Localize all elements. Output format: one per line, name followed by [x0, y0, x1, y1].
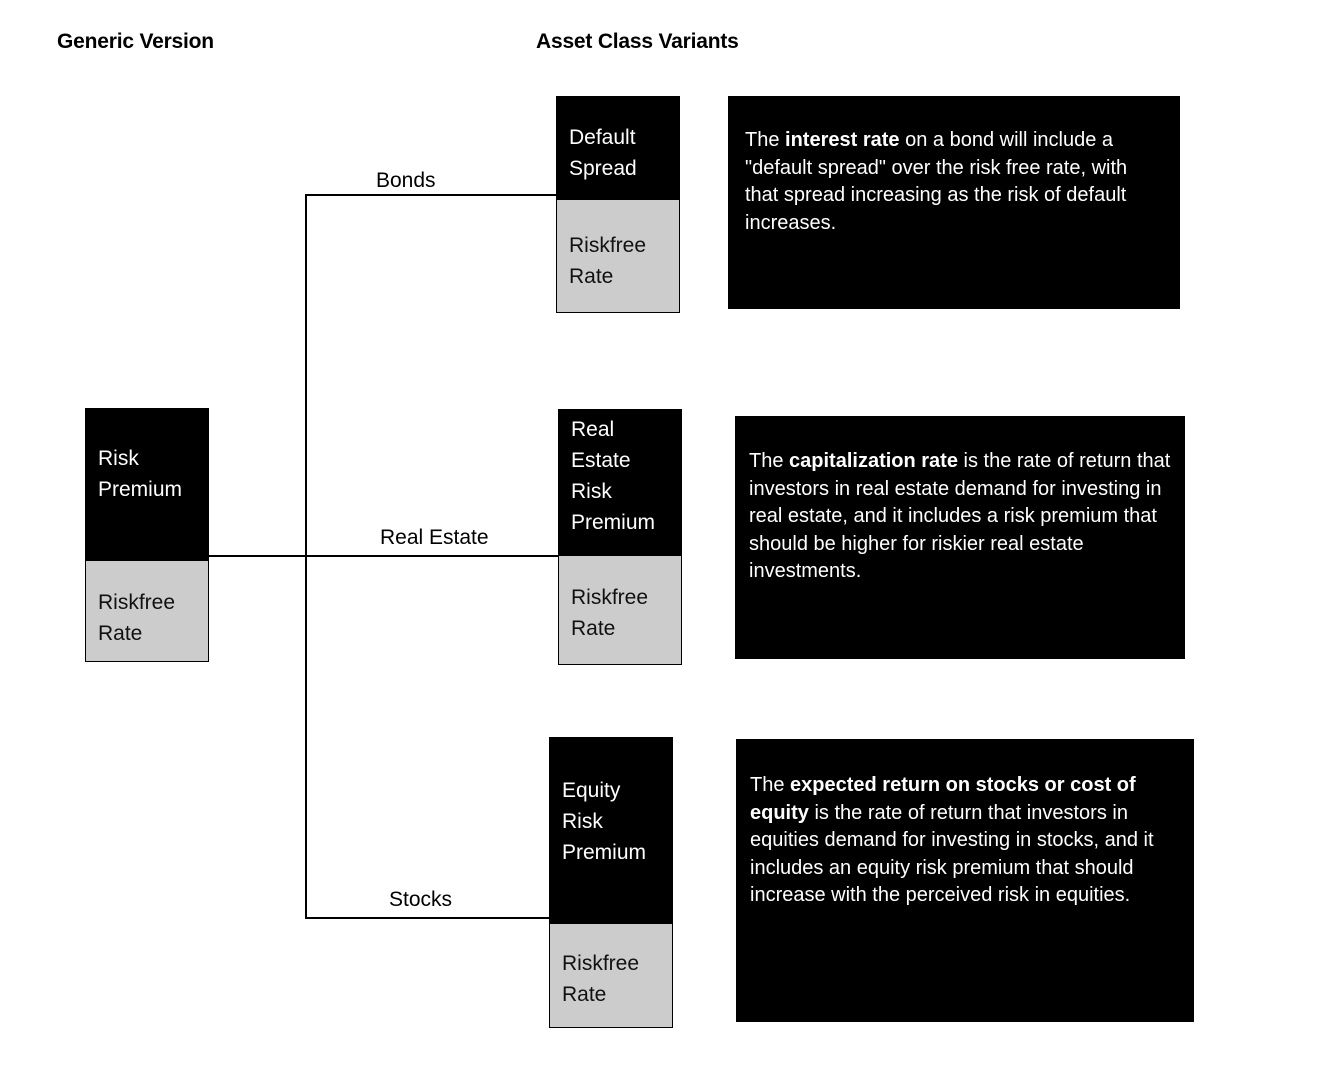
- branch-label-stocks: Stocks: [389, 888, 453, 911]
- default-spread-label: Default Spread: [569, 126, 637, 180]
- real-estate-risk-premium-segment: Real Estate Risk Premium: [558, 409, 682, 555]
- branch-label-real-estate: Real Estate: [380, 526, 489, 549]
- riskfree-rate-label-stocks: Riskfree Rate: [562, 952, 640, 1006]
- generic-version-block: Risk Premium Riskfree Rate: [85, 408, 209, 662]
- riskfree-rate-segment-stocks: Riskfree Rate: [549, 923, 673, 1028]
- callout-bonds: The interest rate on a bond will include…: [728, 96, 1180, 309]
- column-heading-asset-class-variants: Asset Class Variants: [536, 30, 739, 53]
- riskfree-rate-segment-real-estate: Riskfree Rate: [558, 555, 682, 665]
- equity-risk-premium-label: Equity Risk Premium: [562, 779, 647, 864]
- column-heading-generic: Generic Version: [57, 30, 214, 53]
- riskfree-rate-label-real-estate: Riskfree Rate: [571, 586, 649, 640]
- bonds-variant-block: Default Spread Riskfree Rate: [556, 96, 680, 313]
- connector-branch-stocks: [305, 917, 550, 919]
- callout-real-estate-text: The capitalization rate is the rate of r…: [749, 450, 1171, 582]
- callout-bonds-text: The interest rate on a bond will include…: [745, 129, 1128, 234]
- real-estate-risk-premium-label: Real Estate Risk Premium: [571, 418, 656, 534]
- connector-branch-bonds: [305, 194, 557, 196]
- real-estate-variant-block: Real Estate Risk Premium Riskfree Rate: [558, 409, 682, 665]
- stocks-variant-block: Equity Risk Premium Riskfree Rate: [549, 737, 673, 1028]
- riskfree-rate-segment-bonds: Riskfree Rate: [556, 199, 680, 313]
- callout-stocks-text: The expected return on stocks or cost of…: [750, 774, 1154, 906]
- riskfree-rate-label-bonds: Riskfree Rate: [569, 234, 647, 288]
- connector-branch-real-estate: [305, 555, 559, 557]
- equity-risk-premium-segment: Equity Risk Premium: [549, 737, 673, 923]
- branch-label-bonds: Bonds: [376, 169, 436, 192]
- default-spread-segment: Default Spread: [556, 96, 680, 199]
- connector-stem-line: [208, 555, 307, 557]
- callout-real-estate: The capitalization rate is the rate of r…: [735, 416, 1185, 659]
- riskfree-rate-label: Riskfree Rate: [98, 591, 176, 645]
- risk-premium-segment: Risk Premium: [85, 408, 209, 560]
- risk-premium-label: Risk Premium: [98, 447, 183, 501]
- callout-stocks: The expected return on stocks or cost of…: [736, 739, 1194, 1022]
- connector-trunk-line: [305, 195, 307, 919]
- riskfree-rate-segment: Riskfree Rate: [85, 560, 209, 662]
